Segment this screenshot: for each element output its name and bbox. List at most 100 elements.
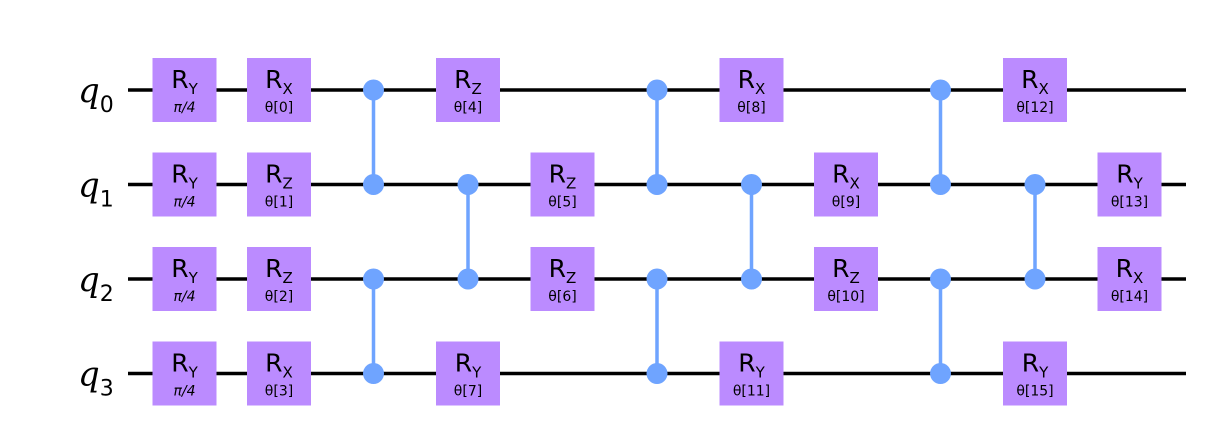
rotation-gate: RY θ[11] bbox=[719, 341, 784, 406]
cz-gate bbox=[930, 79, 951, 195]
gate-parameter: θ[13] bbox=[1111, 195, 1148, 211]
gate-parameter: θ[0] bbox=[265, 100, 293, 116]
control-dot bbox=[646, 363, 668, 384]
cz-gate bbox=[646, 268, 668, 384]
gate-parameter: θ[8] bbox=[737, 100, 765, 116]
gate-box bbox=[152, 247, 217, 311]
gate-parameter: θ[4] bbox=[454, 100, 482, 116]
gate-letter: R bbox=[832, 160, 849, 189]
gate-parameter: θ[10] bbox=[827, 289, 864, 305]
gate-axis: Z bbox=[566, 269, 576, 287]
gate-axis: Y bbox=[188, 269, 199, 287]
gate-letter: R bbox=[1116, 160, 1133, 189]
rotation-gate: RZ θ[10] bbox=[814, 247, 878, 311]
cz-gate bbox=[741, 174, 762, 290]
control-dot bbox=[930, 79, 951, 101]
cz-gate bbox=[363, 268, 384, 384]
gate-axis: Y bbox=[188, 80, 199, 98]
rotation-gate: RX θ[14] bbox=[1097, 247, 1162, 311]
gate-axis: Y bbox=[755, 364, 766, 382]
gate-axis: Y bbox=[1038, 364, 1049, 382]
gate-parameter: π/4 bbox=[173, 384, 195, 400]
rotation-gates: RYπ/4RYπ/4RYπ/4RYπ/4RXθ[0]RZθ[1]RZθ[2]RX… bbox=[152, 58, 1162, 406]
control-dot bbox=[457, 268, 479, 290]
gate-name: RX bbox=[832, 160, 860, 193]
rotation-gate: RY π/4 bbox=[152, 152, 217, 217]
gate-name: RX bbox=[265, 349, 293, 382]
gate-axis: X bbox=[283, 80, 293, 98]
control-dot bbox=[741, 174, 762, 195]
rotation-gate: RYθ[15] bbox=[1003, 341, 1067, 406]
rotation-gate: RYθ[7] bbox=[436, 341, 500, 406]
gate-box bbox=[247, 58, 311, 122]
gate-name: RX bbox=[738, 65, 766, 98]
gate-axis: Y bbox=[471, 364, 482, 382]
gate-name: RY bbox=[738, 349, 765, 382]
gate-box bbox=[719, 58, 784, 122]
gate-name: RZ bbox=[454, 65, 482, 98]
gate-name: RZ bbox=[265, 160, 293, 193]
gate-name: RZ bbox=[832, 254, 860, 287]
gate-letter: R bbox=[171, 65, 188, 94]
gate-box bbox=[247, 152, 311, 217]
gate-axis: Z bbox=[472, 80, 482, 98]
gate-name: RX bbox=[265, 65, 293, 98]
qubit-index: 0 bbox=[100, 93, 114, 118]
gate-parameter: θ[9] bbox=[832, 195, 860, 211]
gate-box bbox=[152, 58, 217, 122]
gate-name: RY bbox=[171, 160, 198, 193]
control-dot bbox=[1024, 268, 1046, 290]
gate-axis: X bbox=[755, 80, 765, 98]
control-dot bbox=[930, 174, 951, 195]
rotation-gate: RZθ[1] bbox=[247, 152, 311, 217]
control-dot bbox=[363, 174, 384, 195]
gate-letter: R bbox=[738, 65, 755, 94]
gate-parameter: θ[11] bbox=[733, 384, 770, 400]
gate-parameter: θ[7] bbox=[454, 384, 482, 400]
gate-box bbox=[1097, 247, 1162, 311]
rotation-gate: RXθ[0] bbox=[247, 58, 311, 122]
gate-parameter: θ[15] bbox=[1016, 384, 1053, 400]
qubit-label: q2 bbox=[78, 260, 114, 307]
rotation-gate: RYπ/4 bbox=[152, 58, 217, 122]
gate-axis: Z bbox=[283, 269, 293, 287]
gate-box bbox=[152, 341, 217, 406]
gate-box bbox=[436, 58, 500, 122]
gate-axis: X bbox=[850, 175, 860, 193]
qubit-letter: q bbox=[78, 71, 100, 111]
gate-box bbox=[814, 152, 878, 217]
gate-letter: R bbox=[1021, 65, 1038, 94]
gate-letter: R bbox=[265, 160, 282, 189]
gate-letter: R bbox=[1022, 349, 1039, 378]
gate-box bbox=[719, 341, 784, 406]
cz-gate bbox=[930, 268, 951, 384]
rotation-gate: RZθ[4] bbox=[436, 58, 500, 122]
rotation-gate: RZθ[2] bbox=[247, 247, 311, 311]
gate-parameter: θ[3] bbox=[265, 384, 293, 400]
gate-letter: R bbox=[832, 254, 849, 283]
qubit-letter: q bbox=[78, 260, 100, 300]
gate-letter: R bbox=[171, 254, 188, 283]
control-dot bbox=[1024, 174, 1046, 195]
gate-parameter: π/4 bbox=[173, 289, 195, 305]
gate-name: RX bbox=[1116, 254, 1144, 287]
qubit-index: 3 bbox=[100, 377, 114, 402]
rotation-gate: RYθ[13] bbox=[1097, 152, 1162, 217]
gate-parameter: θ[14] bbox=[1111, 289, 1148, 305]
gate-letter: R bbox=[455, 349, 472, 378]
gate-letter: R bbox=[171, 160, 188, 189]
gate-name: RY bbox=[171, 254, 198, 287]
gate-parameter: π/4 bbox=[173, 195, 195, 211]
gate-letter: R bbox=[454, 65, 471, 94]
gate-letter: R bbox=[265, 65, 282, 94]
cz-gate bbox=[1024, 174, 1046, 290]
control-dot bbox=[930, 363, 951, 384]
gate-axis: Y bbox=[1133, 175, 1144, 193]
control-dot bbox=[363, 268, 384, 290]
gate-parameter: θ[5] bbox=[548, 195, 576, 211]
gate-name: RY bbox=[455, 349, 482, 382]
qubit-label: q3 bbox=[78, 355, 114, 402]
gate-axis: Z bbox=[566, 175, 576, 193]
qubit-index: 1 bbox=[100, 188, 114, 213]
